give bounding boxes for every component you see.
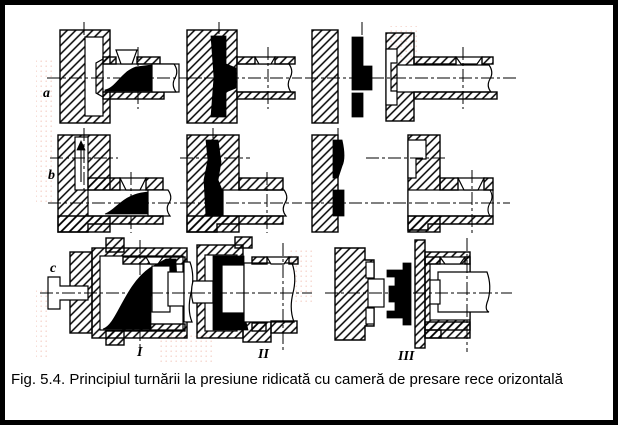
chamber-wall-bottom bbox=[407, 215, 494, 231]
core-insert bbox=[151, 265, 171, 313]
chamber-wall-bottom bbox=[186, 215, 284, 233]
chamber-wall-top bbox=[413, 56, 457, 65]
chamber-wall-top bbox=[481, 56, 494, 65]
pour-hole bbox=[454, 56, 484, 65]
chamber-wall-top bbox=[274, 56, 296, 65]
row-label-c: c bbox=[50, 261, 57, 276]
cell-a-stage-2 bbox=[182, 22, 302, 124]
chamber-wall-top bbox=[102, 56, 117, 65]
cell-b-stage-2 bbox=[180, 128, 302, 233]
chamber-wall-bottom bbox=[102, 91, 165, 100]
fixed-die-half bbox=[311, 29, 339, 124]
stage-label-3: III bbox=[397, 349, 415, 364]
chamber-wall-top bbox=[145, 177, 164, 191]
chamber-wall-top bbox=[236, 56, 256, 65]
chamber-wall-bottom bbox=[270, 320, 298, 334]
pour-hole bbox=[115, 49, 138, 65]
die-cavity bbox=[365, 307, 375, 325]
cell-a-stage-3 bbox=[305, 22, 516, 124]
stage-label-2: II bbox=[257, 347, 269, 362]
core-insert bbox=[167, 271, 185, 307]
ejector-rod bbox=[190, 280, 214, 304]
core-rod bbox=[437, 271, 491, 313]
cell-a-stage-1 bbox=[47, 22, 202, 124]
pour-hole bbox=[457, 177, 485, 191]
core-gap bbox=[221, 264, 245, 314]
chamber-wall-top bbox=[439, 177, 459, 191]
cell-c-stage-1 bbox=[40, 237, 198, 348]
cell-c-stage-3 bbox=[325, 238, 512, 352]
die-cavity bbox=[84, 36, 104, 117]
pour-hole bbox=[265, 256, 291, 265]
chamber-wall-bottom bbox=[251, 322, 267, 332]
chamber-wall-top bbox=[424, 256, 441, 265]
core-stub bbox=[429, 279, 441, 305]
die-cavity bbox=[365, 261, 375, 279]
die-cavity bbox=[407, 139, 427, 179]
pour-hole bbox=[119, 177, 147, 191]
chamber-wall-bottom bbox=[236, 91, 296, 100]
cell-c-stage-2 bbox=[190, 236, 312, 350]
injected-metal bbox=[210, 35, 237, 118]
figure-caption: Fig. 5.4. Principiul turnării la presiun… bbox=[11, 371, 563, 388]
row-label-a: a bbox=[43, 86, 50, 101]
chamber-wall-bottom bbox=[424, 321, 471, 331]
cell-b-stage-3 bbox=[305, 128, 510, 233]
die-cavity bbox=[385, 48, 398, 106]
row-label-b: b bbox=[48, 168, 55, 183]
die-plate bbox=[414, 239, 426, 349]
ejected-casting bbox=[351, 36, 373, 118]
pour-hole bbox=[438, 256, 467, 265]
chamber-wall-top bbox=[238, 177, 284, 191]
chamber-wall-top bbox=[251, 256, 268, 265]
stage-label-1: I bbox=[136, 345, 143, 360]
chamber-wall-bottom bbox=[424, 329, 442, 339]
chamber-wall-top bbox=[87, 177, 121, 191]
die-casting-diagram: a b c I II III bbox=[36, 22, 516, 364]
figure-canvas: a b c I II III Fig. 5.4. Principiul turn… bbox=[5, 5, 613, 420]
chamber-wall-top bbox=[136, 56, 161, 65]
pour-hole bbox=[253, 56, 277, 65]
process-row-b bbox=[48, 128, 510, 233]
die-lug-top bbox=[234, 236, 253, 249]
chamber-wall-top bbox=[288, 256, 299, 265]
ejected-cup-casting bbox=[386, 262, 412, 326]
ejected-casting bbox=[332, 139, 345, 217]
moving-die-half bbox=[334, 247, 375, 341]
chamber-wall-bottom bbox=[413, 91, 498, 100]
chamber-wall-bottom bbox=[57, 215, 164, 233]
process-row-a bbox=[47, 22, 516, 124]
process-row-c bbox=[40, 236, 512, 352]
cell-b-stage-1 bbox=[48, 128, 182, 233]
vent-arrow-head bbox=[76, 140, 86, 151]
chamber-wall-top bbox=[483, 177, 494, 191]
